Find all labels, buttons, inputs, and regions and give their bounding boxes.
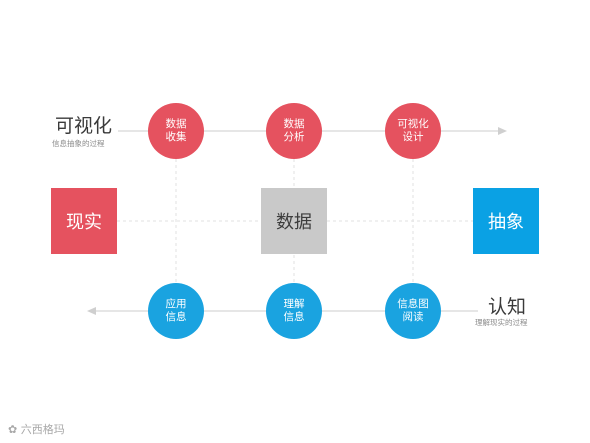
bottom-arrowhead [87, 307, 96, 315]
circle-line2: 阅读 [402, 311, 424, 323]
circle-visualization-design: 可视化 设计 [385, 103, 441, 159]
bottom-title: 认知 [488, 296, 527, 318]
watermark-logo-icon: ✿ [8, 423, 21, 436]
circle-understand-information: 理解 信息 [266, 283, 322, 339]
circle-infographic-reading: 信息图 阅读 [385, 283, 441, 339]
watermark: ✿ 六西格玛 [8, 423, 65, 437]
circle-line2: 信息 [283, 311, 305, 323]
top-arrowhead [498, 127, 507, 135]
circle-line1: 信息图 [397, 298, 429, 310]
circle-apply-information: 应用 信息 [148, 283, 204, 339]
circle-line2: 设计 [402, 131, 424, 143]
box-abstraction: 抽象 [473, 188, 539, 254]
circle-line1: 数据 [283, 118, 305, 130]
top-subtitle: 信息抽象的过程 [52, 139, 105, 148]
watermark-text: 六西格玛 [20, 423, 65, 436]
circle-line2: 分析 [283, 131, 305, 143]
circle-line2: 信息 [165, 311, 187, 323]
circle-line1: 数据 [165, 118, 187, 130]
circle-line2: 收集 [165, 131, 187, 143]
box-reality: 现实 [51, 188, 117, 254]
box-data: 数据 [261, 188, 327, 254]
bottom-subtitle: 理解现实的过程 [475, 318, 528, 327]
circle-line1: 可视化 [397, 118, 429, 130]
circle-line1: 应用 [165, 298, 187, 310]
circle-data-analysis: 数据 分析 [266, 103, 322, 159]
circle-line1: 理解 [283, 298, 305, 310]
circle-data-collection: 数据 收集 [148, 103, 204, 159]
top-title: 可视化 [55, 115, 113, 137]
